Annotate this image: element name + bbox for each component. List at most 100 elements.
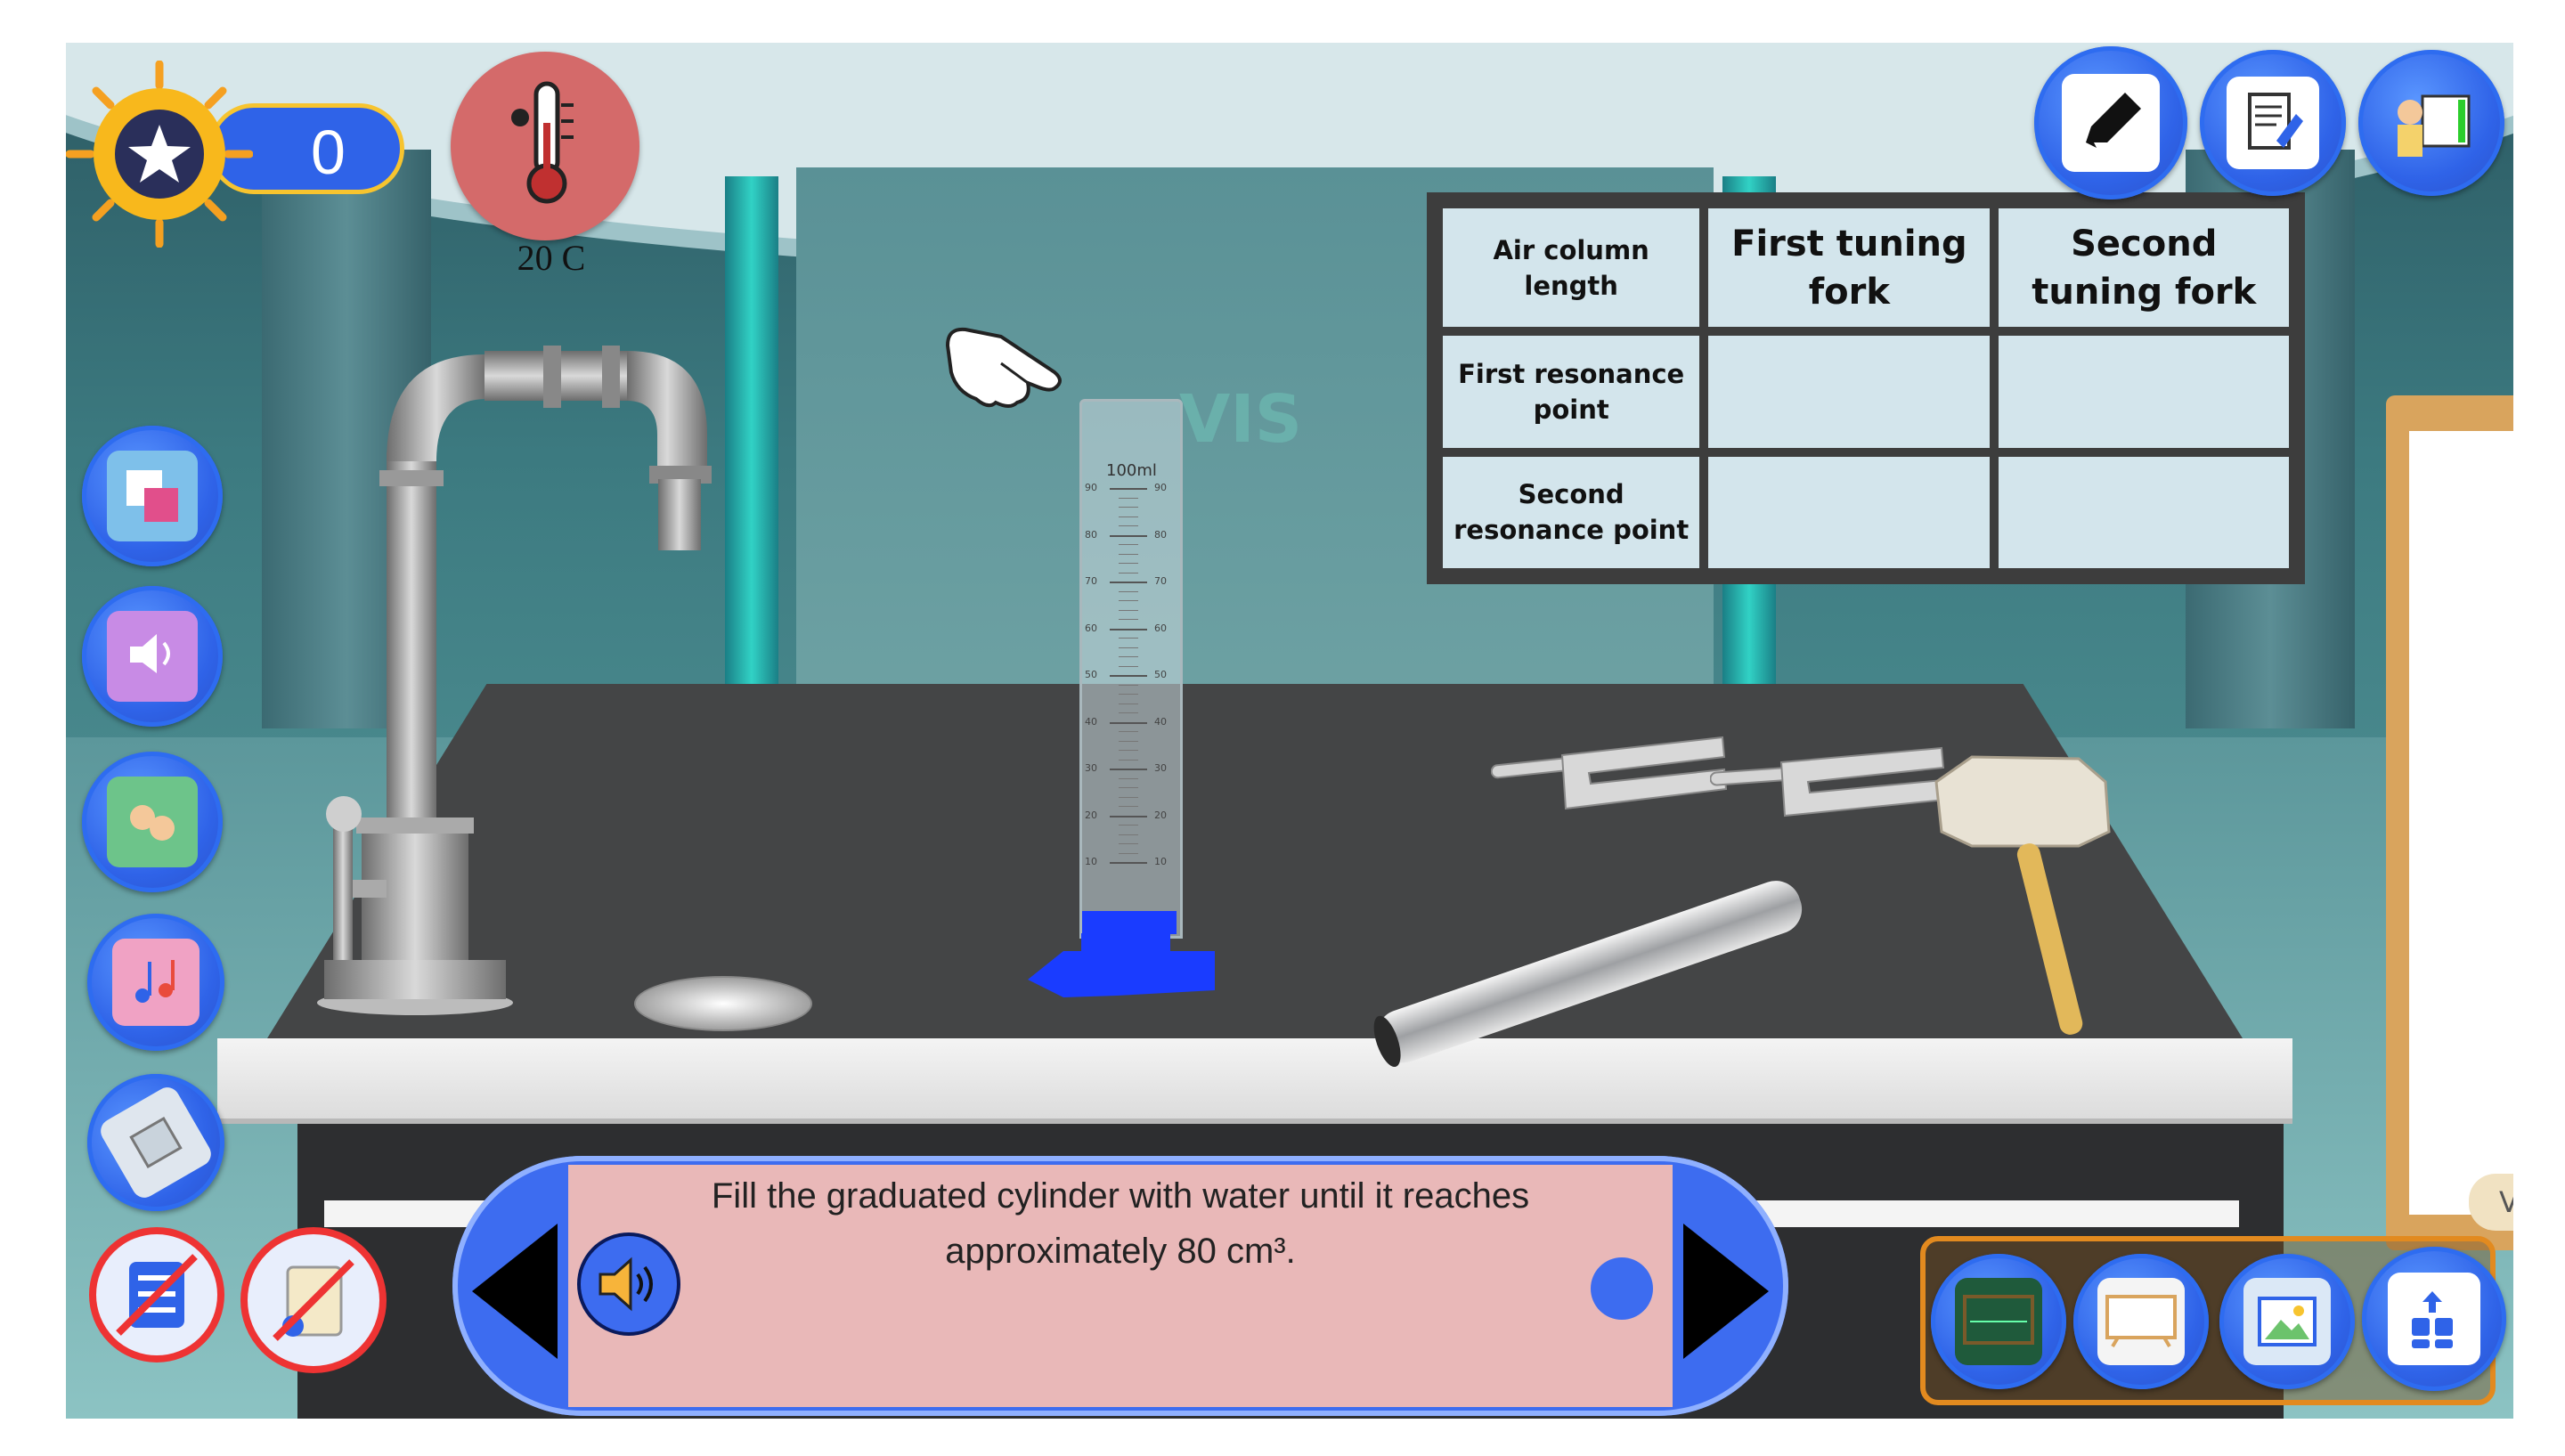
thermometer-icon bbox=[511, 81, 574, 204]
easel-board bbox=[2386, 395, 2513, 1250]
table-cell[interactable] bbox=[1708, 456, 1991, 568]
cylinder-tick bbox=[1110, 488, 1147, 490]
cylinder-minor-tick bbox=[1119, 806, 1138, 807]
cylinder-minor-tick bbox=[1119, 852, 1138, 854]
cylinder-minor-tick bbox=[1119, 796, 1138, 798]
cylinder-minor-tick bbox=[1119, 777, 1138, 779]
instruction-progress-dot bbox=[1591, 1257, 1653, 1320]
score-value: 0 bbox=[311, 118, 346, 187]
table-header-air-column: Air column length bbox=[1443, 208, 1700, 328]
cylinder-minor-tick bbox=[1119, 563, 1138, 564]
instruction-panel: Fill the graduated cylinder with water u… bbox=[452, 1156, 1788, 1416]
cylinder-tick-label-left: 90 bbox=[1085, 482, 1097, 493]
cylinder-tick bbox=[1110, 534, 1147, 537]
cylinder-minor-tick bbox=[1119, 609, 1138, 611]
sink-drain[interactable] bbox=[634, 976, 812, 1031]
easel-tab[interactable]: V bbox=[2469, 1174, 2513, 1231]
chalkboard-icon bbox=[1962, 1294, 2034, 1345]
apps-upload-button[interactable] bbox=[2362, 1247, 2506, 1391]
instruction-message-area: Fill the graduated cylinder with water u… bbox=[568, 1165, 1673, 1407]
cylinder-tick-label-right: 90 bbox=[1154, 482, 1167, 493]
cylinder-tick-label-right: 50 bbox=[1154, 669, 1167, 680]
no-clipboard-button[interactable] bbox=[240, 1227, 387, 1373]
cylinder-minor-tick bbox=[1119, 656, 1138, 657]
cylinder-minor-tick bbox=[1119, 507, 1138, 508]
fill-icon bbox=[129, 1116, 183, 1168]
pointer-hand-icon bbox=[945, 327, 1062, 408]
cylinder-tick-label-right: 10 bbox=[1154, 856, 1167, 867]
table-cell[interactable] bbox=[1999, 456, 2289, 568]
music-icon bbox=[134, 959, 175, 1003]
cylinder-minor-tick bbox=[1119, 731, 1138, 732]
worksheet-button[interactable] bbox=[2200, 50, 2346, 196]
cylinder-tick bbox=[1110, 769, 1147, 770]
gallery-icon bbox=[2257, 1296, 2317, 1346]
table-row-label: First resonance point bbox=[1443, 336, 1700, 448]
cylinder-minor-tick bbox=[1119, 497, 1138, 499]
cylinder-minor-tick bbox=[1119, 694, 1138, 695]
rubber-hammer[interactable] bbox=[1918, 746, 2141, 1049]
cylinder-minor-tick bbox=[1119, 590, 1138, 592]
instruction-text: Fill the graduated cylinder with water u… bbox=[711, 1176, 1530, 1271]
cylinder-tick bbox=[1110, 582, 1147, 583]
instruction-next-button[interactable] bbox=[1683, 1224, 1769, 1359]
results-table: Air column length First tuning fork Seco… bbox=[1427, 192, 2305, 584]
volume-button[interactable] bbox=[82, 586, 223, 727]
bench-edge bbox=[217, 1038, 2292, 1124]
tuning-fork-second[interactable] bbox=[1710, 709, 1977, 834]
no-list-button[interactable] bbox=[89, 1227, 224, 1362]
cylinder-tick-label-right: 40 bbox=[1154, 715, 1167, 728]
cylinder-minor-tick bbox=[1119, 843, 1138, 844]
cylinder-minor-tick bbox=[1119, 834, 1138, 835]
cylinder-tick bbox=[1110, 675, 1147, 677]
instruction-speaker-button[interactable] bbox=[577, 1232, 680, 1336]
volume-icon bbox=[129, 633, 170, 673]
easel-tab-label: V bbox=[2499, 1185, 2513, 1219]
table-cell[interactable] bbox=[1999, 336, 2289, 448]
pencil-icon bbox=[2085, 92, 2141, 148]
language-button[interactable] bbox=[82, 426, 223, 566]
worksheet-icon bbox=[2247, 92, 2303, 150]
cylinder-tick-label-left: 40 bbox=[1085, 715, 1097, 728]
table-header-second-fork: Second tuning fork bbox=[1999, 208, 2289, 328]
tuning-fork-first[interactable] bbox=[1491, 702, 1758, 826]
cylinder-tick-label-left: 30 bbox=[1085, 762, 1097, 774]
cylinder-minor-tick bbox=[1119, 553, 1138, 555]
cylinder-minor-tick bbox=[1119, 525, 1138, 526]
fill-button[interactable] bbox=[66, 1048, 250, 1237]
cylinder-minor-tick bbox=[1119, 600, 1138, 601]
cylinder-minor-tick bbox=[1119, 544, 1138, 545]
resonance-tube[interactable] bbox=[1348, 862, 1847, 1076]
whiteboard-button[interactable] bbox=[2073, 1254, 2209, 1389]
cylinder-minor-tick bbox=[1119, 759, 1138, 761]
cylinder-minor-tick bbox=[1119, 619, 1138, 620]
pencil-button[interactable] bbox=[2034, 46, 2187, 199]
teacher-board-icon bbox=[2397, 94, 2471, 157]
hands-icon bbox=[129, 804, 175, 841]
cylinder-tick-label-right: 30 bbox=[1154, 762, 1167, 774]
cylinder-water bbox=[1082, 911, 1177, 934]
cylinder-tick-label-left: 20 bbox=[1085, 809, 1097, 821]
teacher-board-button[interactable] bbox=[2358, 50, 2504, 196]
cylinder-minor-tick bbox=[1119, 787, 1138, 788]
faucet[interactable] bbox=[280, 292, 743, 1031]
cylinder-tick-label-right: 20 bbox=[1154, 809, 1167, 821]
cylinder-tick-label-right: 80 bbox=[1154, 528, 1167, 541]
cylinder-tick-label-left: 70 bbox=[1085, 575, 1097, 587]
gallery-button[interactable] bbox=[2219, 1254, 2355, 1389]
cylinder-minor-tick bbox=[1119, 712, 1138, 713]
chalkboard-button[interactable] bbox=[1931, 1254, 2066, 1389]
instruction-prev-button[interactable] bbox=[472, 1224, 558, 1359]
hands-button[interactable] bbox=[82, 752, 223, 892]
cylinder-tick bbox=[1110, 721, 1147, 724]
cylinder-minor-tick bbox=[1119, 825, 1138, 826]
cylinder-tick bbox=[1110, 815, 1147, 817]
no-list-icon bbox=[116, 1254, 198, 1336]
cylinder-base bbox=[1028, 933, 1215, 997]
table-cell[interactable] bbox=[1708, 336, 1991, 448]
temperature-label: 20 C bbox=[517, 238, 586, 278]
music-button[interactable] bbox=[87, 914, 224, 1051]
